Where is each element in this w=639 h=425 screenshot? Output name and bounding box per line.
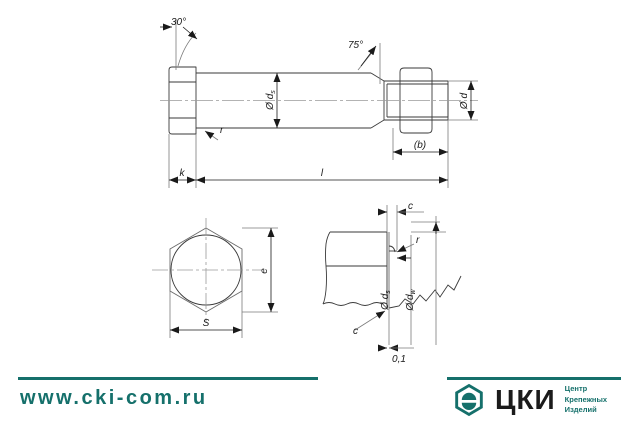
label-detail-chamfer-lower: c (353, 326, 358, 337)
hexagon-logo-icon (455, 383, 483, 417)
label-washer-thickness: 0,1 (392, 354, 406, 365)
label-head-height: k (180, 168, 186, 179)
brand-tagline: Центр Крепежных Изделий (565, 384, 607, 417)
brand-tagline-line-1: Центр (564, 383, 588, 393)
brand-wordmark: ЦКИ (495, 384, 556, 415)
detail-view (322, 231, 462, 309)
brand-tagline-line-2: Крепежных (564, 394, 608, 404)
label-detail-fillet: r (416, 235, 420, 246)
footer-rule-right (447, 377, 621, 380)
bolt-shank-outline (196, 72, 385, 129)
label-detail-washer-diameter: Ø dw (405, 288, 417, 311)
site-url-link[interactable]: www.cki-com.ru (20, 387, 208, 409)
label-detail-shank-diameter: Ø ds (380, 290, 392, 311)
hex-view (152, 218, 262, 322)
label-thread-length: (b) (414, 140, 426, 151)
label-angle-30: 30° (171, 17, 186, 28)
technical-drawing: 30° 75° Ø ds Ø d (b) k l r e (152, 17, 478, 365)
bolt-head-outline (168, 66, 197, 135)
label-detail-chamfer-top: c (408, 201, 413, 212)
label-overall-length: l (321, 168, 324, 179)
label-across-flats: S (203, 318, 210, 329)
footer-rule-left (18, 377, 318, 380)
label-thread-diameter: Ø d (459, 93, 470, 111)
label-shank-diameter: Ø ds (265, 90, 277, 111)
label-angle-75: 75° (348, 40, 363, 51)
footer: www.cki-com.ru ЦКИ Центр Крепежных Издел… (0, 375, 639, 425)
brand-logo[interactable]: ЦКИ Центр Крепежных Изделий (452, 383, 607, 417)
label-across-corners: e (259, 268, 270, 274)
brand-tagline-line-3: Изделий (564, 405, 597, 415)
label-head-radius: r (220, 125, 224, 136)
nut-outline (399, 67, 433, 134)
